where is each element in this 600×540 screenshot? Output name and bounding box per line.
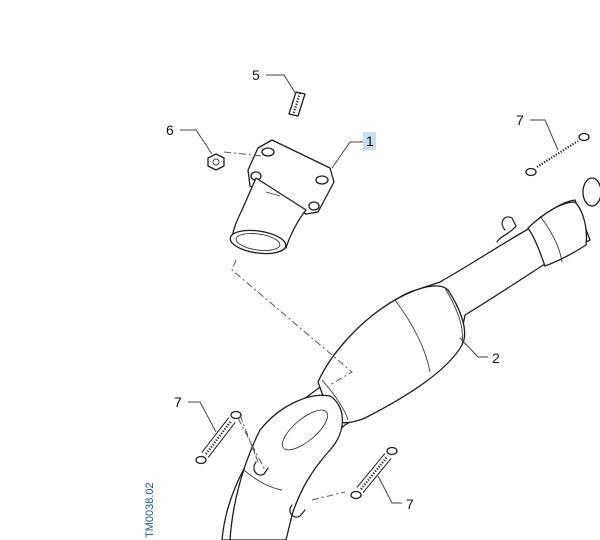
exhaust-pipe-part-2 <box>221 177 600 540</box>
callout-1-highlight <box>363 132 376 150</box>
callout-7-top: 7 <box>516 112 524 128</box>
spring-part-7-bottom <box>350 446 398 500</box>
callout-7-left: 7 <box>174 394 182 410</box>
assembly-centerlines <box>223 151 353 501</box>
spring-part-7-left <box>195 410 242 465</box>
callout-1: 1 <box>366 133 374 149</box>
callout-6: 6 <box>166 122 174 138</box>
leader-lines <box>180 74 559 504</box>
callout-2: 2 <box>492 350 500 366</box>
drawing-reference-number: TM0038.02 <box>144 482 156 538</box>
spring-part-7-top <box>525 132 590 177</box>
callout-7-bottom: 7 <box>406 496 414 512</box>
front-pipe-part-1 <box>229 139 335 255</box>
callout-5: 5 <box>252 67 260 83</box>
stud-part-5 <box>288 91 306 117</box>
callouts: 1 2 5 6 7 7 7 <box>166 67 524 512</box>
nut-part-6 <box>207 153 225 171</box>
